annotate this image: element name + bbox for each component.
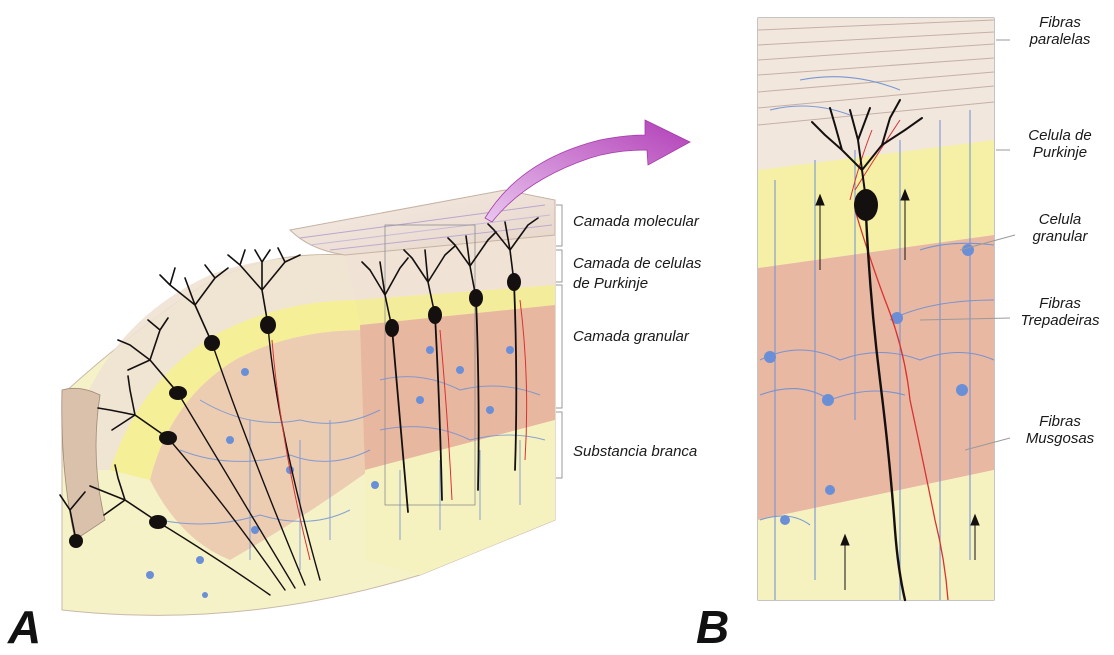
panel-a-letter: A xyxy=(8,604,41,650)
label-parallel-fibers-line1: Fibras xyxy=(1010,14,1110,31)
layer-brackets xyxy=(556,205,562,478)
label-climbing-fibers-line2: Trepadeiras xyxy=(1006,312,1114,329)
label-granule-cell-line2: granular xyxy=(1010,228,1110,245)
detail-granular-layer xyxy=(758,235,994,520)
label-purkinje-cell-line2: Purkinje xyxy=(1010,144,1110,161)
label-molecular-layer: Camada molecular xyxy=(573,213,699,230)
label-granule-cell: Celula granular xyxy=(1010,211,1110,245)
label-purkinje-layer-line2: de Purkinje xyxy=(573,275,648,292)
label-parallel-fibers-line2: paralelas xyxy=(1010,31,1110,48)
label-white-matter: Substancia branca xyxy=(573,443,697,460)
label-mossy-fibers: Fibras Musgosas xyxy=(1008,413,1112,447)
label-granule-cell-line1: Celula xyxy=(1010,211,1110,228)
label-purkinje-cell: Celula de Purkinje xyxy=(1010,127,1110,161)
panel-a-block xyxy=(60,190,555,615)
label-climbing-fibers: Fibras Trepadeiras xyxy=(1006,295,1114,329)
panel-b-letter: B xyxy=(696,604,729,650)
label-purkinje-cell-line1: Celula de xyxy=(1010,127,1110,144)
label-parallel-fibers: Fibras paralelas xyxy=(1010,14,1110,48)
label-climbing-fibers-line1: Fibras xyxy=(1006,295,1114,312)
label-mossy-fibers-line1: Fibras xyxy=(1008,413,1112,430)
label-granular-layer: Camada granular xyxy=(573,328,689,345)
panel-b-detail xyxy=(758,18,994,600)
label-mossy-fibers-line2: Musgosas xyxy=(1008,430,1112,447)
label-purkinje-layer-line1: Camada de celulas xyxy=(573,255,701,272)
detail-purkinje-soma xyxy=(854,189,878,221)
